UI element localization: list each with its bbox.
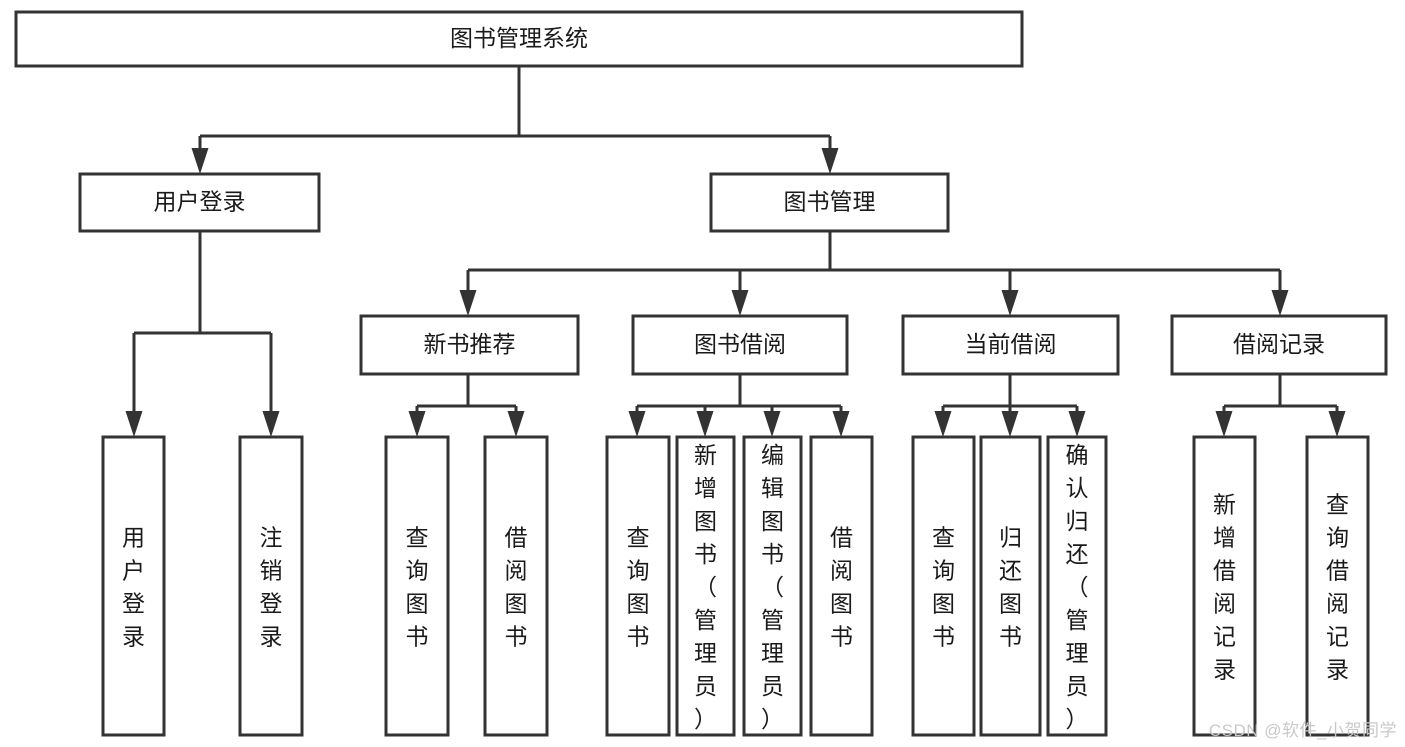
node-leaf-query-book-borrow[interactable]: 查询图书	[605, 435, 671, 737]
node-box-leaf-user-login	[101, 435, 166, 737]
recommend-connector-drop-1-arrowhead	[507, 411, 525, 437]
node-box-leaf-query-book-current	[911, 435, 976, 737]
node-box-leaf-query-book-borrow	[605, 435, 671, 737]
node-new-book-recommend[interactable]: 新书推荐	[359, 314, 580, 376]
node-user-login[interactable]: 用户登录	[78, 172, 321, 233]
node-root[interactable]: 图书管理系统	[14, 10, 1024, 68]
node-box-leaf-add-borrow-record	[1192, 435, 1257, 737]
node-leaf-confirm-return-admin[interactable]: 确认归还（管理员）	[1046, 435, 1108, 737]
node-label-leaf-query-book-current: 查询图书	[932, 525, 955, 650]
record-connector-drop-0-arrowhead	[1215, 411, 1233, 437]
node-box-leaf-query-borrow-record	[1305, 435, 1370, 737]
node-box-borrow-record	[1170, 314, 1388, 376]
current-connector-drop-1-arrowhead	[1001, 411, 1019, 437]
node-box-leaf-query-book-recommend	[384, 435, 450, 737]
borrow-connector-drop-3-arrowhead	[832, 411, 850, 437]
node-label-leaf-query-book-recommend: 查询图书	[406, 525, 429, 650]
node-box-leaf-borrow-book-recommend	[483, 435, 549, 737]
node-label-leaf-edit-book-admin: 编辑图书（管理员）	[761, 442, 784, 732]
node-label-leaf-borrow-book: 借阅图书	[830, 525, 853, 650]
node-label-leaf-user-login: 用户登录	[122, 525, 145, 650]
node-label-borrow-record: 借阅记录	[1233, 331, 1325, 357]
node-label-book-manage: 图书管理	[784, 189, 876, 215]
node-label-current-borrow: 当前借阅	[965, 331, 1057, 357]
current-connector-drop-2-arrowhead	[1068, 411, 1086, 437]
csdn-watermark: CSDN @软件_小贺同学	[1208, 721, 1397, 740]
node-box-leaf-borrow-book	[809, 435, 874, 737]
node-box-leaf-return-book	[979, 435, 1042, 737]
node-leaf-edit-book-admin[interactable]: 编辑图书（管理员）	[742, 435, 803, 737]
node-book-manage[interactable]: 图书管理	[709, 172, 950, 233]
node-borrow-record[interactable]: 借阅记录	[1170, 314, 1388, 376]
book-manage-connector-drop-0-arrowhead	[459, 290, 477, 316]
node-leaf-add-book-admin[interactable]: 新增图书（管理员）	[675, 435, 736, 737]
node-box-book-manage	[709, 172, 950, 233]
node-label-leaf-query-borrow-record: 查询借阅记录	[1326, 492, 1349, 683]
node-box-new-book-recommend	[359, 314, 580, 376]
node-box-root	[14, 10, 1024, 68]
node-book-borrow[interactable]: 图书借阅	[631, 314, 849, 376]
recommend-connector-drop-0-arrowhead	[408, 411, 426, 437]
node-label-root: 图书管理系统	[450, 25, 588, 51]
node-leaf-add-borrow-record[interactable]: 新增借阅记录	[1192, 435, 1257, 737]
node-label-leaf-add-book-admin: 新增图书（管理员）	[694, 442, 717, 732]
node-leaf-query-book-recommend[interactable]: 查询图书	[384, 435, 450, 737]
connectors-layer	[125, 66, 1346, 437]
node-leaf-borrow-book[interactable]: 借阅图书	[809, 435, 874, 737]
borrow-connector-drop-1-arrowhead	[696, 411, 714, 437]
current-connector-drop-0-arrowhead	[934, 411, 952, 437]
node-label-leaf-borrow-book-recommend: 借阅图书	[505, 525, 528, 650]
node-leaf-logout[interactable]: 注销登录	[238, 435, 304, 737]
node-box-current-borrow	[901, 314, 1120, 376]
user-login-connector-drop-1-arrowhead	[262, 411, 280, 437]
node-label-book-borrow: 图书借阅	[694, 331, 786, 357]
record-connector-drop-1-arrowhead	[1328, 411, 1346, 437]
book-manage-connector-drop-1-arrowhead	[731, 290, 749, 316]
node-box-leaf-confirm-return-admin	[1046, 435, 1108, 737]
node-label-leaf-return-book: 归还图书	[999, 525, 1022, 650]
node-label-leaf-confirm-return-admin: 确认归还（管理员）	[1066, 442, 1089, 732]
node-box-leaf-edit-book-admin	[742, 435, 803, 737]
node-leaf-user-login[interactable]: 用户登录	[101, 435, 166, 737]
root-connector-drop-0-arrowhead	[191, 148, 209, 174]
node-leaf-borrow-book-recommend[interactable]: 借阅图书	[483, 435, 549, 737]
node-box-book-borrow	[631, 314, 849, 376]
root-connector-drop-1-arrowhead	[821, 148, 839, 174]
node-label-leaf-add-borrow-record: 新增借阅记录	[1213, 492, 1236, 683]
node-leaf-query-book-current[interactable]: 查询图书	[911, 435, 976, 737]
node-label-leaf-logout: 注销登录	[260, 525, 283, 650]
node-label-new-book-recommend: 新书推荐	[424, 331, 516, 357]
user-login-connector-drop-0-arrowhead	[125, 411, 143, 437]
borrow-connector-drop-2-arrowhead	[763, 411, 781, 437]
node-current-borrow[interactable]: 当前借阅	[901, 314, 1120, 376]
node-label-leaf-query-book-borrow: 查询图书	[627, 525, 650, 650]
borrow-connector-drop-0-arrowhead	[628, 411, 646, 437]
node-leaf-query-borrow-record[interactable]: 查询借阅记录	[1305, 435, 1370, 737]
nodes-layer: 图书管理系统用户登录图书管理新书推荐图书借阅当前借阅借阅记录用户登录注销登录查询…	[14, 10, 1388, 737]
node-box-user-login	[78, 172, 321, 233]
node-box-leaf-logout	[238, 435, 304, 737]
node-box-leaf-add-book-admin	[675, 435, 736, 737]
node-leaf-return-book[interactable]: 归还图书	[979, 435, 1042, 737]
book-manage-connector-drop-3-arrowhead	[1271, 290, 1289, 316]
node-label-user-login: 用户登录	[154, 189, 246, 215]
book-manage-connector-drop-2-arrowhead	[1001, 290, 1019, 316]
